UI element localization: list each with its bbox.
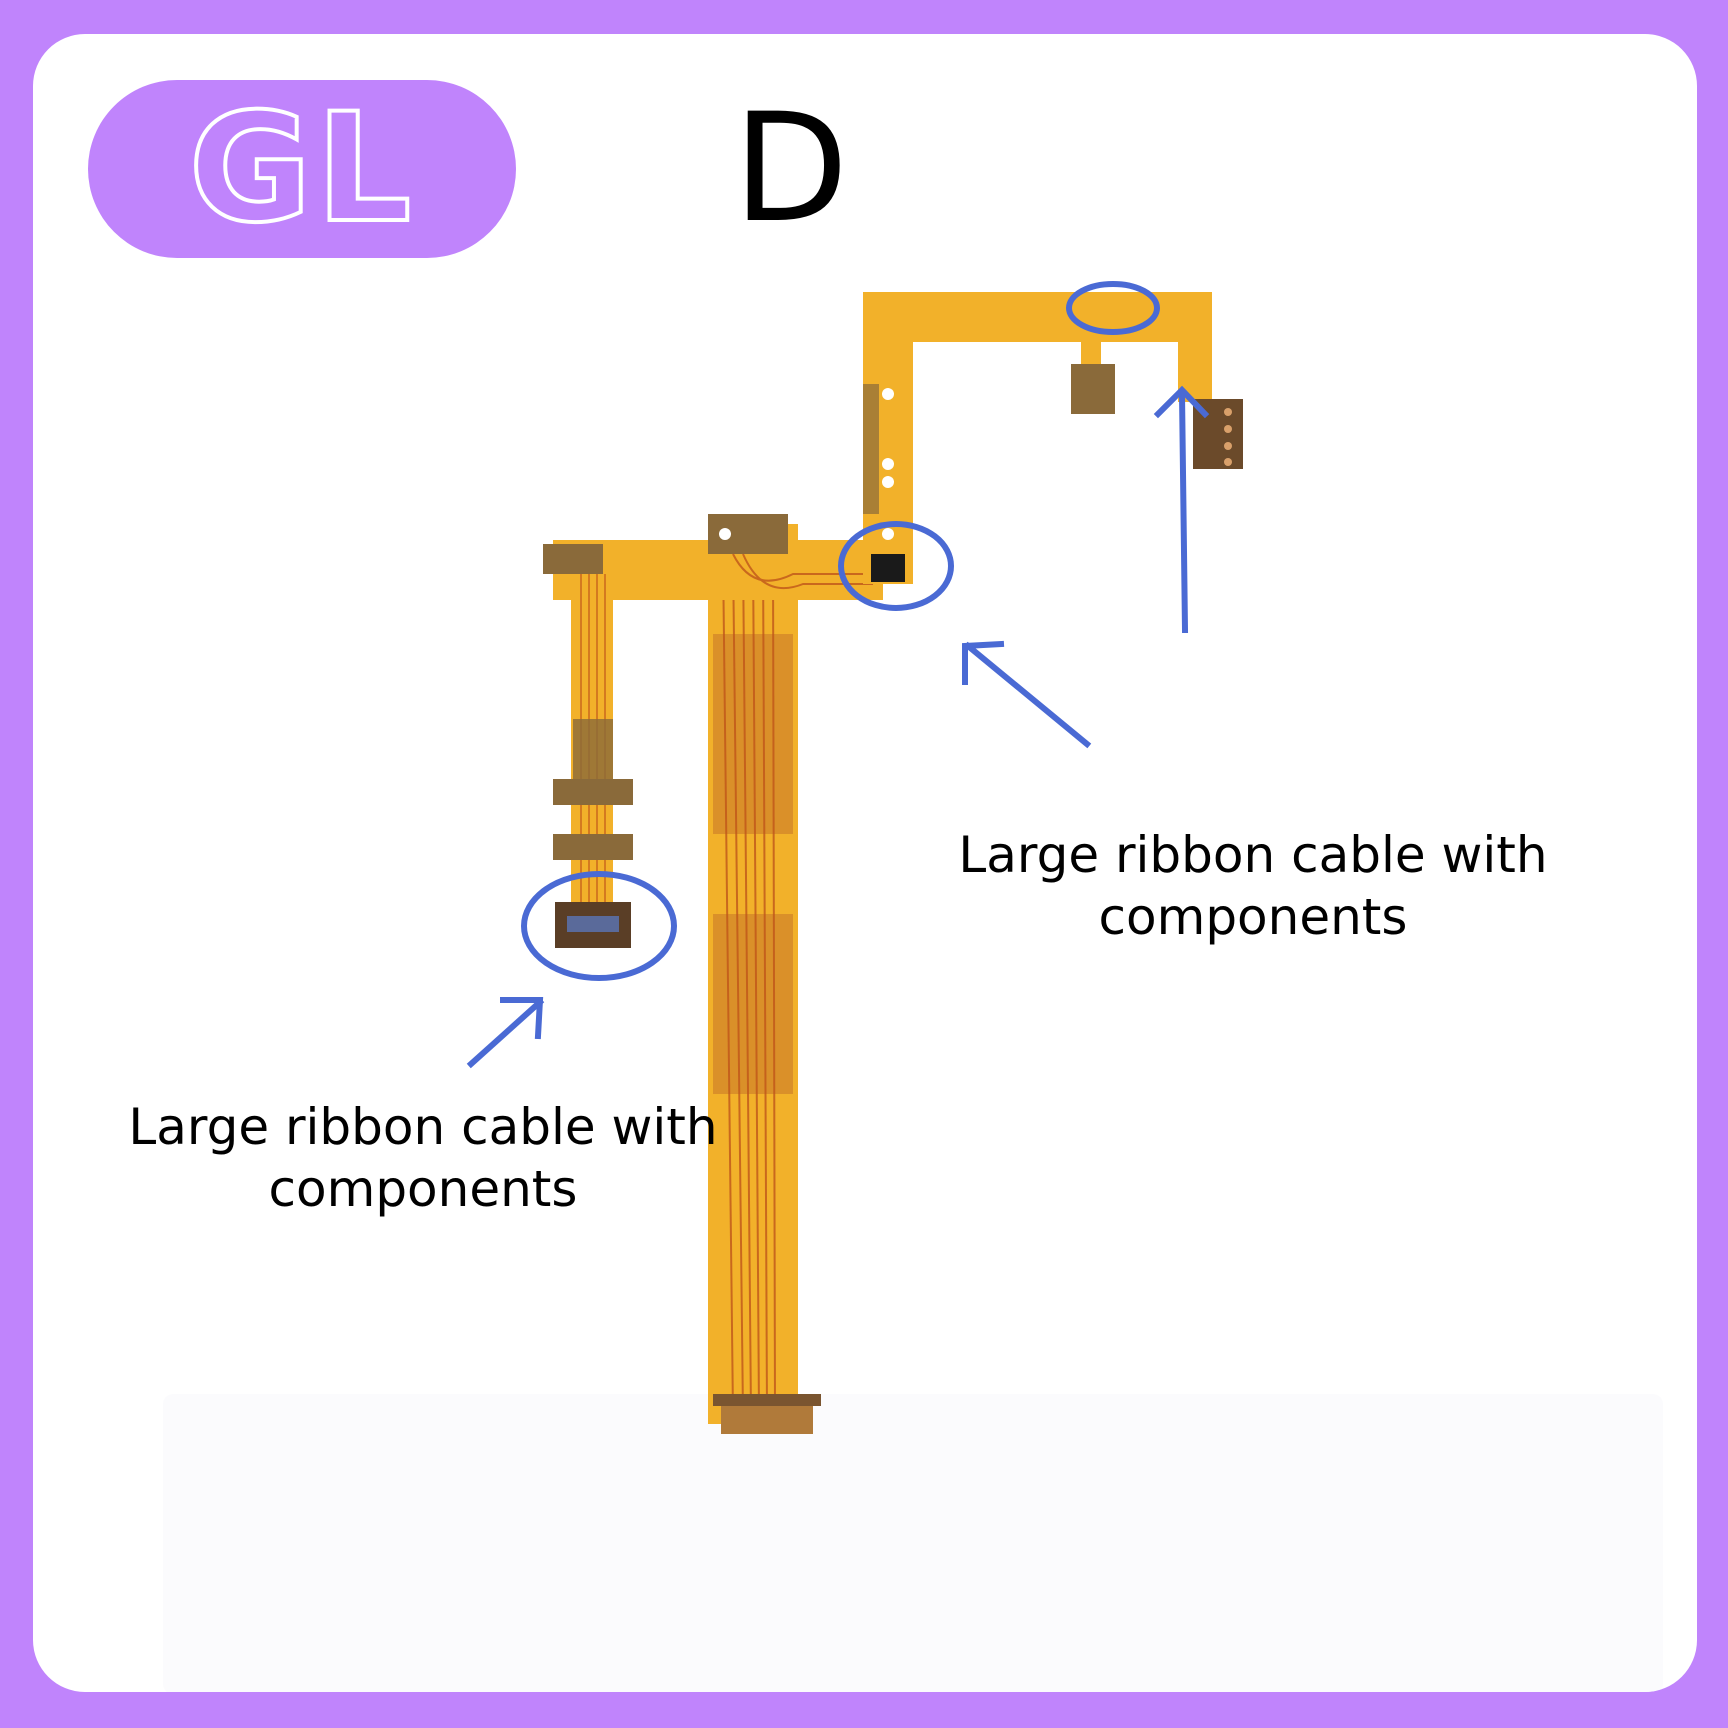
upper-branch <box>863 292 1243 584</box>
highlight-markers <box>466 281 1210 1069</box>
product-card: GL D <box>33 34 1697 1692</box>
marker-circle-top <box>1066 281 1160 335</box>
flex-cable-illustration <box>466 281 1243 1434</box>
brand-badge: GL <box>88 80 516 258</box>
main-ribbon <box>708 524 821 1434</box>
annotation-right: Large ribbon cable with components <box>958 826 1548 946</box>
annotation-left: Large ribbon cable with components <box>128 1098 718 1218</box>
left-branch <box>553 574 633 948</box>
background-panel <box>163 1394 1663 1692</box>
marker-circle-middle <box>838 521 954 611</box>
marker-circle-left <box>521 871 677 981</box>
variant-label: D <box>733 82 849 256</box>
brand-logo-text: GL <box>187 82 416 256</box>
